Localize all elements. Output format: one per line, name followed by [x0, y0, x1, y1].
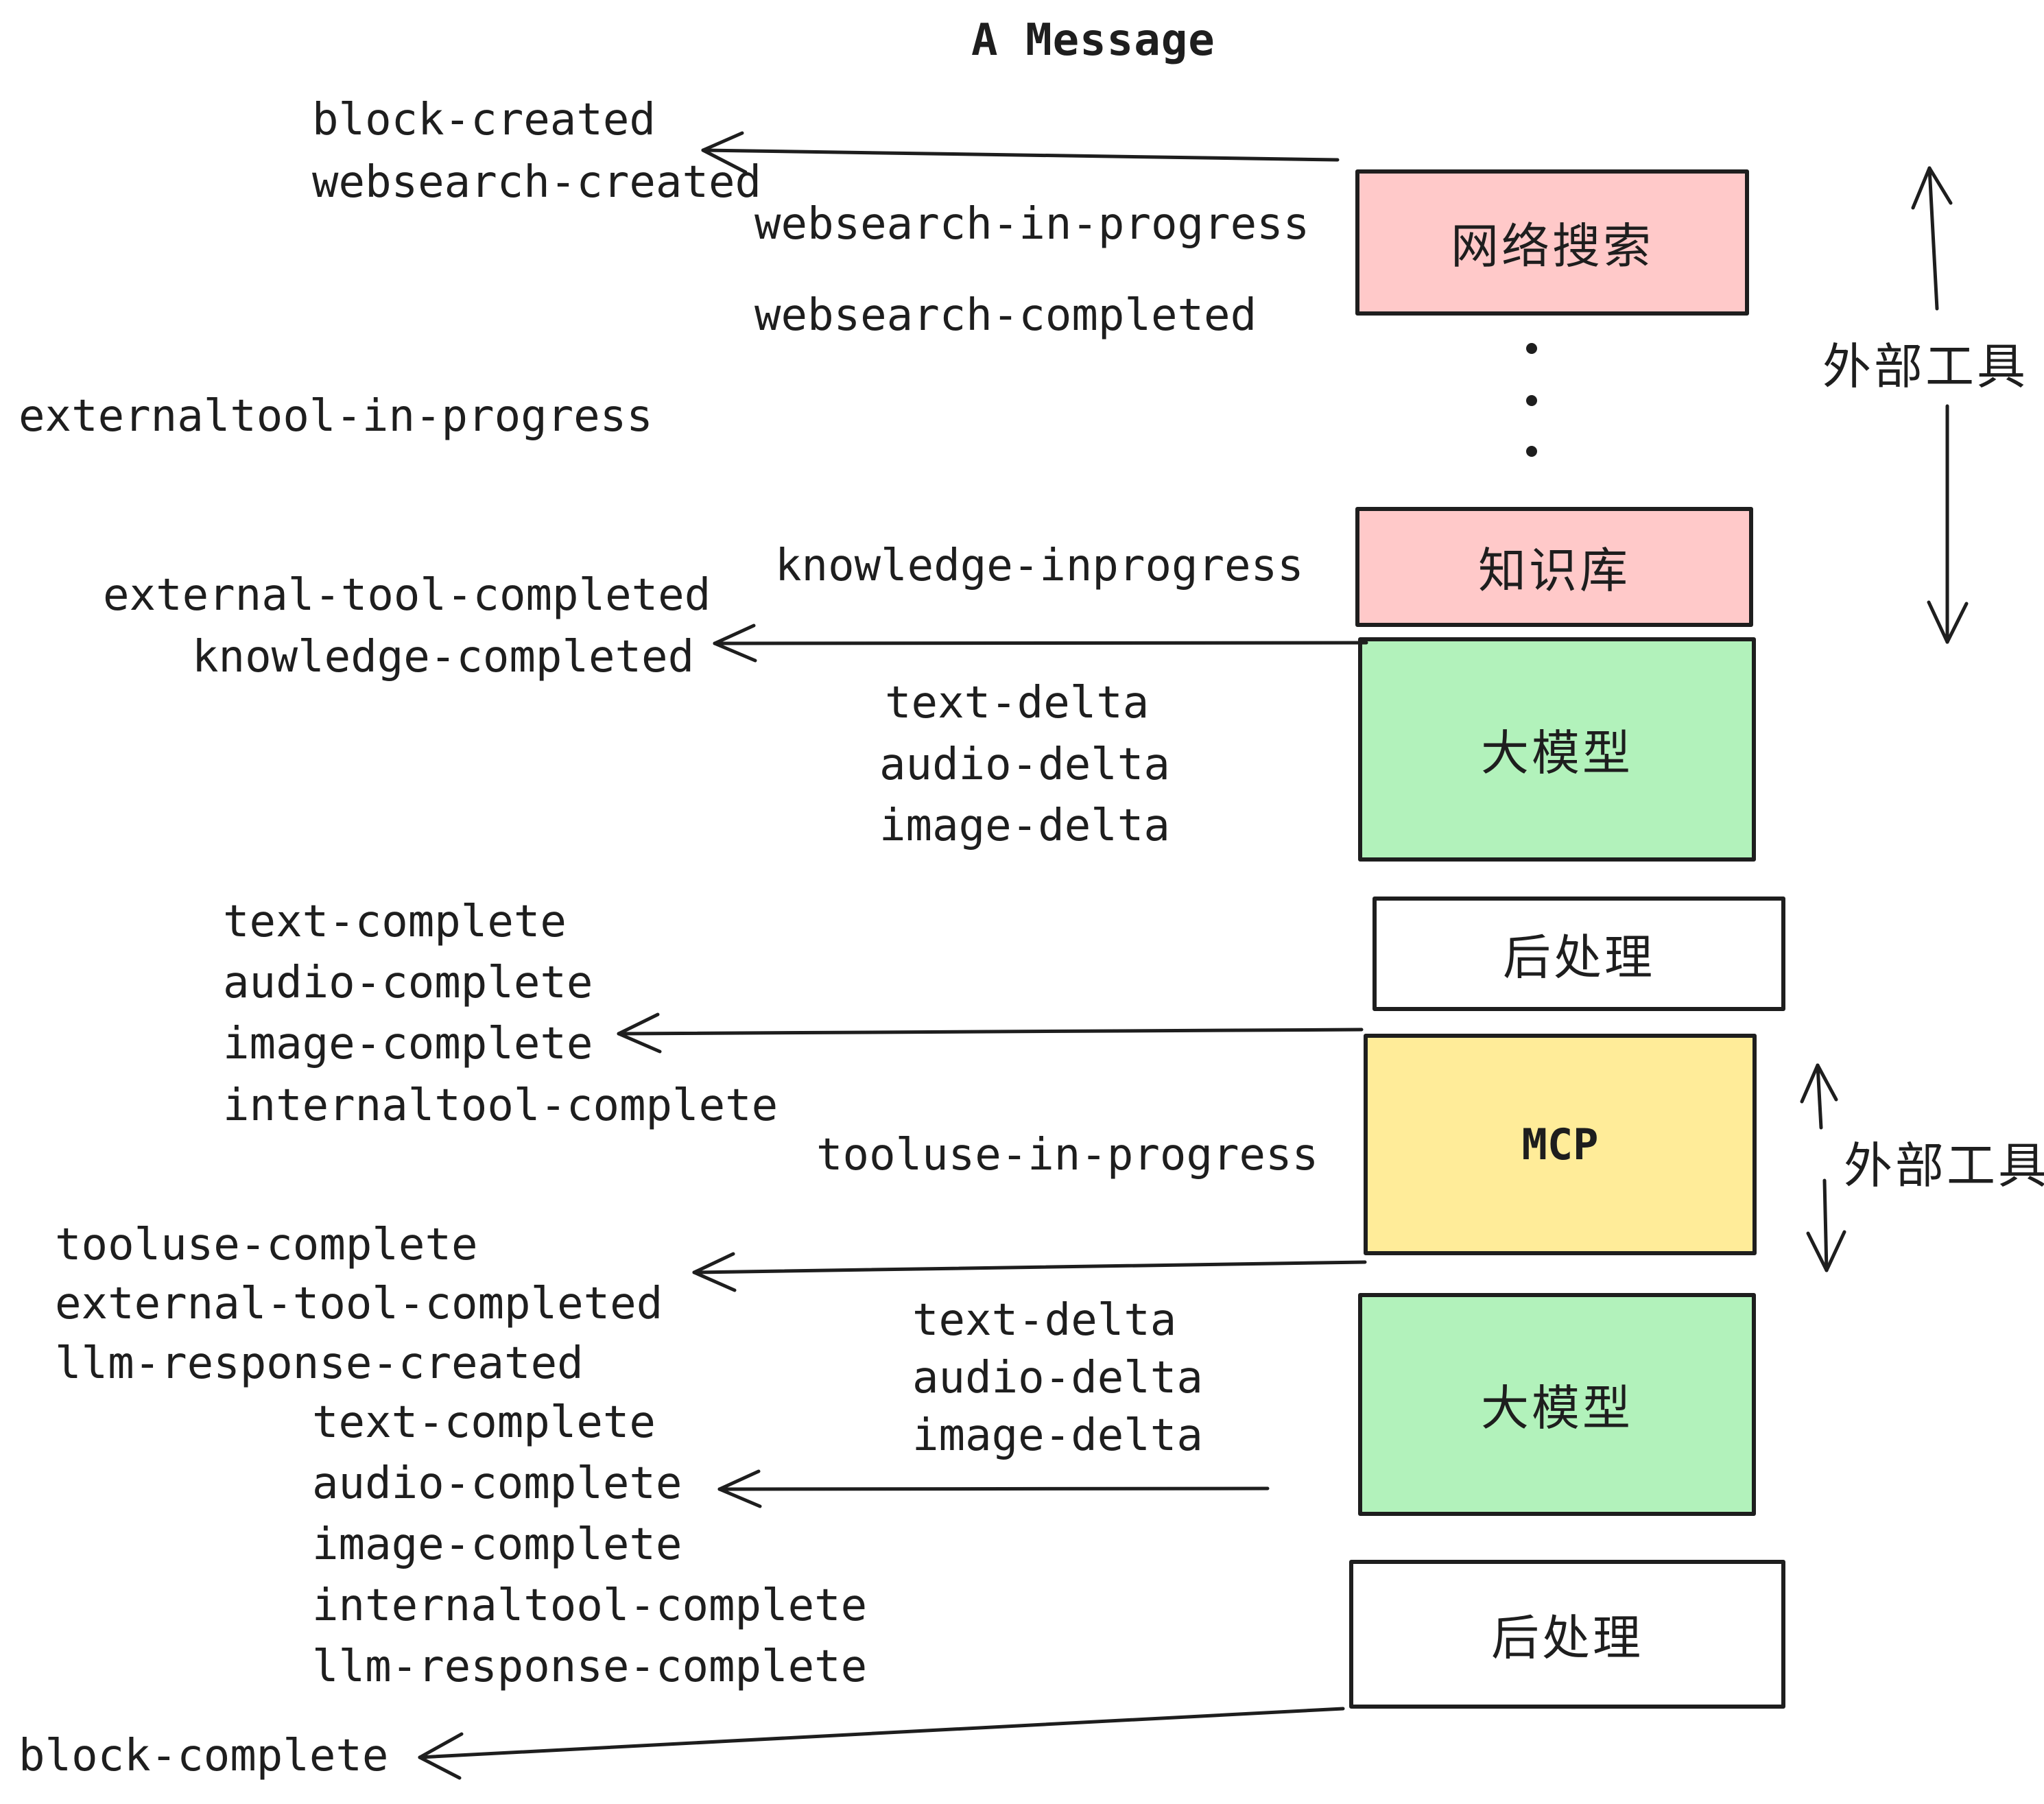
arrow-audio-complete	[717, 1469, 1270, 1508]
arrow-tooluse-complete	[692, 1252, 1367, 1292]
event-label-websearch-created: websearch-created	[312, 157, 762, 208]
event-label-block-created: block-created	[312, 95, 656, 145]
ellipsis-dot	[1526, 395, 1537, 406]
event-label-audio-complete-2: audio-complete	[312, 1458, 682, 1509]
event-label-audio-delta-2: audio-delta	[912, 1353, 1203, 1403]
ellipsis-dot	[1526, 446, 1537, 457]
node-postprocess-1: 后处理	[1372, 897, 1785, 1011]
side-label-external-tools-top: 外部工具	[1822, 328, 2029, 398]
event-label-internaltool-complete-2: internaltool-complete	[312, 1580, 868, 1631]
event-label-image-complete: image-complete	[223, 1019, 593, 1069]
node-websearch-label: 网络搜索	[1451, 218, 1654, 274]
arrow-internal-complete	[617, 1012, 1364, 1054]
event-label-llm-response-created: llm-response-created	[55, 1338, 584, 1389]
node-mcp-label: MCP	[1521, 1119, 1599, 1170]
side-label-external-tools-mid: 外部工具	[1844, 1127, 2044, 1197]
event-label-tooluse-complete: tooluse-complete	[55, 1220, 478, 1270]
node-postprocess-1-label: 后处理	[1503, 929, 1655, 986]
arrow-knowledge-completed	[713, 624, 1368, 663]
event-label-text-delta: text-delta	[885, 678, 1150, 728]
node-llm-1-label: 大模型	[1481, 725, 1633, 781]
node-llm-2: 大模型	[1358, 1293, 1756, 1516]
event-label-internaltool-complete: internaltool-complete	[223, 1080, 779, 1131]
event-label-audio-complete: audio-complete	[223, 958, 593, 1008]
event-label-image-complete-2: image-complete	[312, 1519, 682, 1570]
event-label-websearch-in-progress: websearch-in-progress	[754, 199, 1310, 250]
event-label-external-tool-completed: external-tool-completed	[103, 570, 711, 621]
arrow-websearch-created	[701, 131, 1340, 174]
event-label-external-tool-completed-2: external-tool-completed	[55, 1279, 663, 1329]
double-arrow-external-tools-top	[1911, 166, 1969, 644]
node-llm-1: 大模型	[1358, 637, 1756, 862]
node-postprocess-2: 后处理	[1349, 1560, 1785, 1709]
event-label-audio-delta: audio-delta	[879, 739, 1170, 790]
event-label-text-delta-2: text-delta	[912, 1295, 1177, 1346]
event-label-text-complete: text-complete	[223, 897, 567, 947]
event-label-block-complete: block-complete	[19, 1731, 389, 1781]
ellipsis-dot	[1526, 343, 1537, 354]
event-label-externaltool-in-progress: externaltool-in-progress	[19, 391, 653, 442]
event-label-tooluse-in-progress: tooluse-in-progress	[816, 1130, 1319, 1180]
event-label-image-delta: image-delta	[879, 800, 1170, 851]
event-label-knowledge-completed: knowledge-completed	[192, 632, 695, 683]
event-label-knowledge-inprogress: knowledge-inprogress	[775, 541, 1304, 591]
event-label-websearch-completed: websearch-completed	[754, 290, 1257, 341]
double-arrow-external-tools-mid	[1800, 1063, 1846, 1272]
page-title: A Message	[971, 15, 1215, 66]
node-mcp: MCP	[1364, 1034, 1757, 1255]
event-label-image-delta-2: image-delta	[912, 1410, 1203, 1461]
node-llm-2-label: 大模型	[1481, 1380, 1633, 1436]
event-label-text-complete-2: text-complete	[312, 1397, 656, 1448]
node-websearch: 网络搜索	[1355, 169, 1749, 316]
node-postprocess-2-label: 后处理	[1491, 1610, 1643, 1666]
event-label-llm-response-complete: llm-response-complete	[312, 1641, 868, 1692]
arrow-block-complete	[418, 1707, 1345, 1780]
node-knowledge: 知识库	[1355, 507, 1753, 627]
node-knowledge-label: 知识库	[1478, 543, 1630, 599]
